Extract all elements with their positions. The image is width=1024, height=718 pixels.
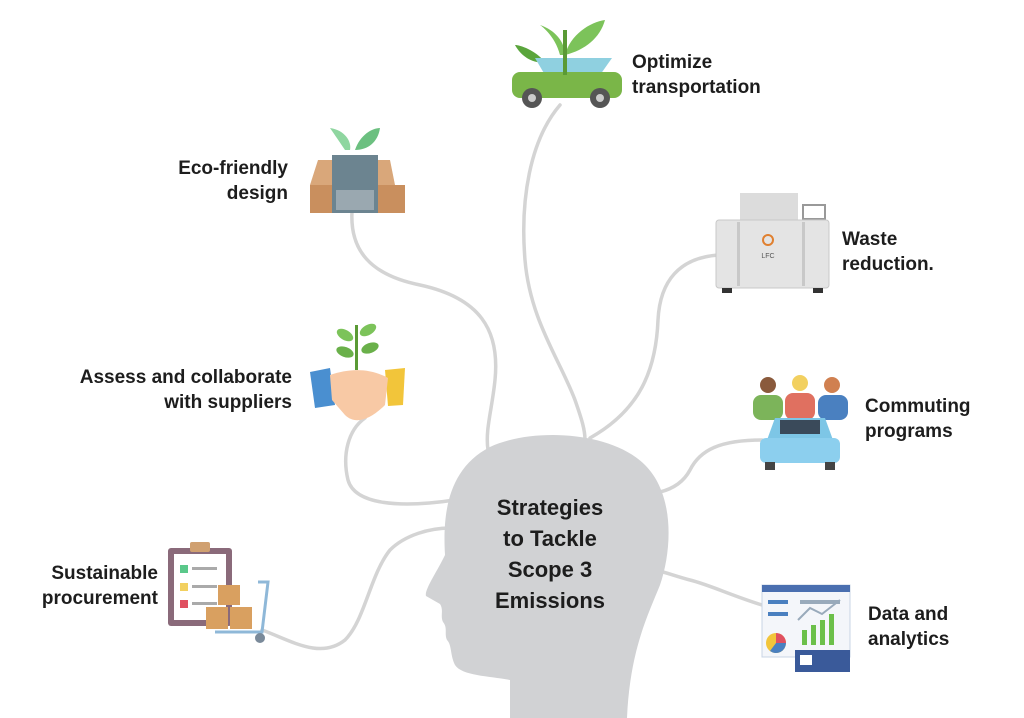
food-waste-machine-icon: LFC — [715, 193, 830, 293]
connector-waste — [588, 253, 720, 440]
label-optimize-transportation: Optimize transportation — [632, 52, 761, 98]
label-assess-suppliers: Assess and collaborate with suppliers — [79, 367, 292, 413]
connector-eco — [350, 210, 498, 452]
head-silhouette — [425, 435, 669, 718]
connector-commuting — [658, 438, 764, 494]
central-title: Strategies to Tackle Scope 3 Emissions — [494, 495, 606, 613]
clipboard-boxes-icon — [168, 542, 270, 643]
label-waste-reduction: Waste reduction. — [842, 229, 934, 275]
connectors — [260, 103, 764, 651]
svg-text:LFC: LFC — [761, 253, 774, 260]
label-commuting-programs: Commuting programs — [865, 396, 971, 442]
handshake-plant-icon — [310, 323, 405, 421]
connector-assess — [344, 416, 457, 506]
carpool-icon — [753, 375, 848, 470]
connector-data — [653, 568, 764, 607]
label-eco-friendly-design: Eco-friendly design — [178, 158, 288, 204]
analytics-dashboard-icon — [761, 584, 851, 672]
label-sustainable-procurement: Sustainable procurement — [41, 563, 158, 609]
connector-procurement — [260, 526, 452, 651]
eco-box-icon — [310, 128, 405, 213]
connector-optimize — [522, 103, 587, 442]
label-data-analytics: Data and analytics — [868, 604, 950, 650]
car-with-plant-icon — [512, 20, 622, 108]
